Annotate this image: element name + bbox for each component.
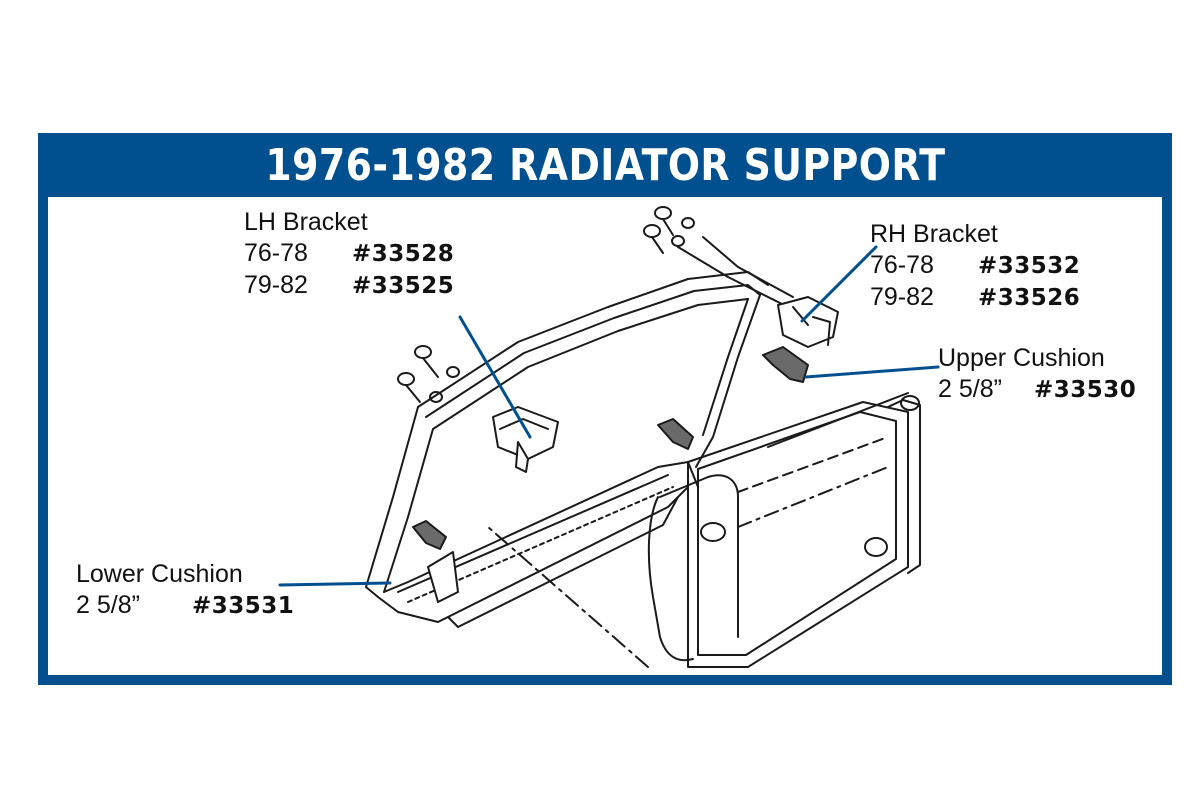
- title-bar: 1976-1982 RADIATOR SUPPORT: [38, 133, 1172, 197]
- leader-lh-bracket: [458, 315, 532, 439]
- bolts-drawing: [397, 206, 695, 403]
- leader-rh-bracket: [800, 245, 878, 323]
- rh-bracket-part-1: #33532: [978, 253, 1081, 279]
- lh-bracket-part-2: #33525: [352, 273, 455, 299]
- lh-bracket-part-1: #33528: [352, 241, 455, 267]
- diagram-frame: 1976-1982 RADIATOR SUPPORT: [38, 133, 1172, 685]
- leader-lower-cushion: [278, 581, 392, 587]
- callout-rh-bracket: RH Bracket 76-78 #33532 79-82 #33526: [870, 219, 1080, 314]
- rh-bracket-years-1: 76-78: [870, 251, 934, 279]
- leader-upper-cushion: [804, 365, 940, 379]
- callout-lh-bracket: LH Bracket 76-78 #33528 79-82 #33525: [244, 207, 454, 302]
- lower-cushion-size: 2 5/8”: [76, 591, 140, 619]
- lower-cushion-part: #33531: [192, 593, 295, 619]
- rh-bracket-years-2: 79-82: [870, 283, 934, 311]
- radiator-support-drawing: [278, 206, 940, 668]
- callout-upper-cushion: Upper Cushion 2 5/8” #33530: [938, 343, 1136, 406]
- lh-bracket-years-1: 76-78: [244, 239, 308, 267]
- rh-bracket-part-2: #33526: [978, 285, 1081, 311]
- bracket-parts-drawing: [412, 296, 839, 550]
- lower-cushion-name: Lower Cushion: [76, 560, 243, 588]
- callout-lower-cushion: Lower Cushion 2 5/8” #33531: [76, 559, 294, 622]
- lh-bracket-years-2: 79-82: [244, 271, 308, 299]
- upper-cushion-size: 2 5/8”: [938, 375, 1002, 403]
- support-frame-drawing: [365, 236, 794, 628]
- diagram-panel: LH Bracket 76-78 #33528 79-82 #33525 RH Br…: [48, 197, 1162, 675]
- leader-lines: [278, 245, 940, 587]
- upper-cushion-name: Upper Cushion: [938, 344, 1105, 372]
- radiator-drawing: [487, 392, 921, 668]
- upper-cushion-part: #33530: [1034, 377, 1137, 403]
- lh-bracket-name: LH Bracket: [244, 208, 368, 236]
- diagram-title: 1976-1982 RADIATOR SUPPORT: [264, 139, 946, 191]
- rh-bracket-name: RH Bracket: [870, 220, 998, 248]
